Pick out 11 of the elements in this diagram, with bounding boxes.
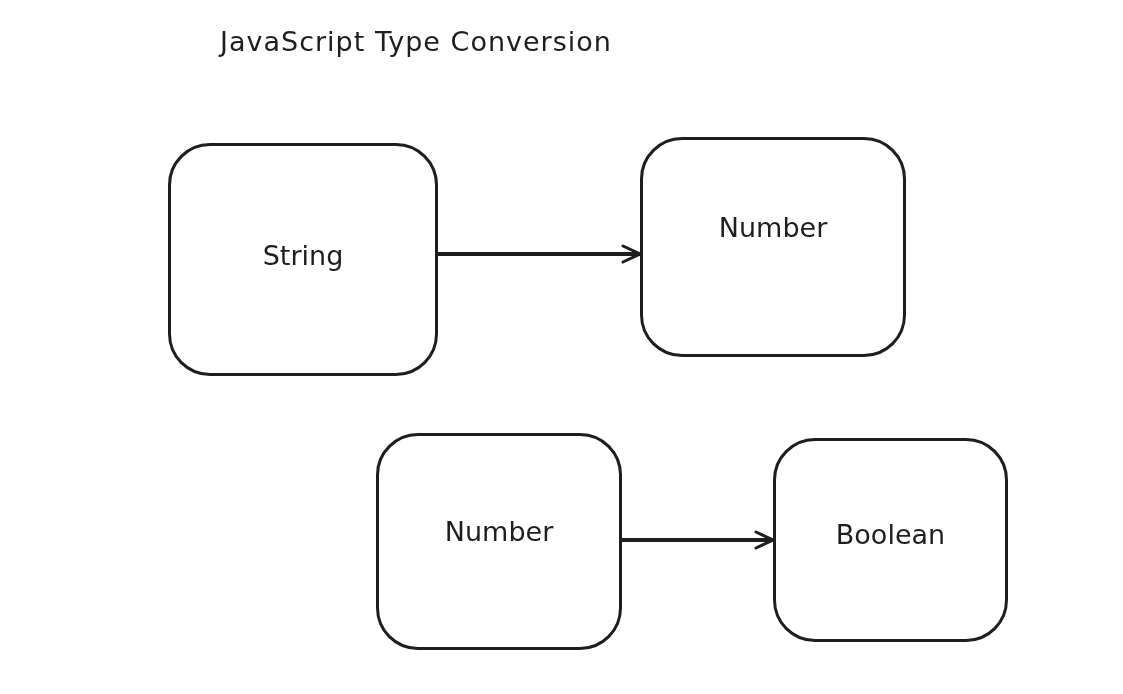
- process-box: [640, 137, 906, 357]
- node-label: String: [262, 240, 344, 271]
- process-box: [376, 433, 622, 650]
- diagram-title: JavaScript Type Conversion: [220, 26, 612, 57]
- node-label: Number: [444, 516, 554, 547]
- arrow: [622, 530, 775, 550]
- process-box: [773, 438, 1008, 642]
- process-box: [168, 143, 438, 376]
- node-label: Boolean: [835, 518, 946, 550]
- node-label: Number: [718, 211, 828, 243]
- arrow: [438, 244, 642, 264]
